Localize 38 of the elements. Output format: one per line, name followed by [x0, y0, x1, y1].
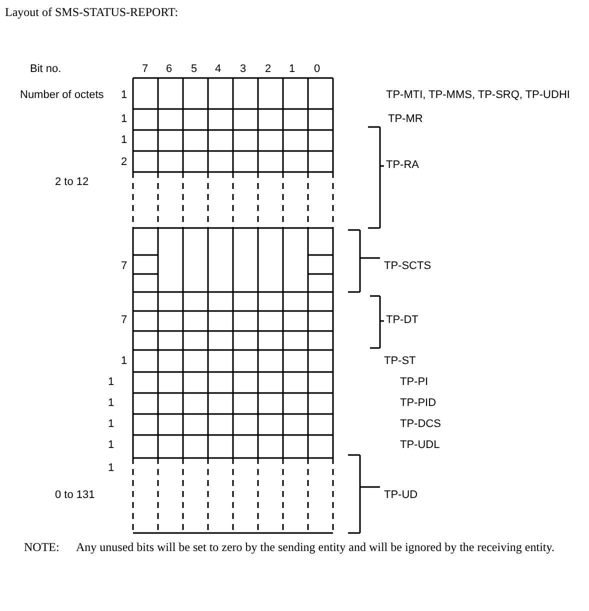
octet-count: 1: [121, 134, 128, 147]
bit-number: 2: [264, 63, 272, 76]
bit-number: 0: [314, 63, 320, 76]
field-name: TP-UD: [384, 489, 418, 502]
field-name: TP-MR: [388, 113, 423, 126]
bit-number: 3: [240, 63, 246, 76]
axis-label: Bit no.: [30, 63, 62, 76]
octet-count: 1: [121, 89, 128, 102]
bit-number: 7: [142, 63, 148, 76]
bit-number: 6: [166, 63, 172, 76]
field-name: TP-PID: [400, 397, 436, 410]
axis-label: Number of octets: [20, 89, 104, 102]
field-name: TP-RA: [386, 159, 419, 172]
octet-count: 1: [121, 113, 128, 126]
octet-count: 1: [108, 439, 114, 452]
octet-count: 1: [108, 418, 114, 431]
octet-count: 2: [121, 156, 128, 169]
field-name: TP-DT: [386, 314, 418, 327]
bit-number: 4: [214, 63, 222, 76]
field-name: TP-ST: [384, 355, 416, 368]
octet-count: 7: [121, 260, 128, 273]
field-name: TP-UDL: [400, 439, 440, 452]
field-name: TP-SCTS: [384, 260, 432, 273]
octet-count: 0 to 131: [55, 489, 95, 502]
field-name: TP-DCS: [400, 418, 441, 431]
octet-count: 1: [108, 397, 114, 410]
title: Layout of SMS-STATUS-REPORT:: [5, 6, 178, 19]
note-label: NOTE:: [24, 541, 60, 554]
field-name: TP-MTI, TP-MMS, TP-SRQ, TP-UDHI: [386, 89, 570, 102]
note-text: Any unused bits will be set to zero by the sending entity and will be ignored by the receiving entity.: [76, 541, 554, 554]
octet-count: 1: [108, 462, 114, 475]
field-name: TP-PI: [400, 376, 428, 389]
bit-number: 5: [190, 63, 198, 76]
octet-count: 1: [121, 355, 128, 368]
octet-count: 7: [121, 314, 128, 327]
octet-count: 2 to 12: [55, 176, 89, 189]
bit-number: 1: [288, 63, 296, 76]
octet-count: 1: [108, 376, 114, 389]
